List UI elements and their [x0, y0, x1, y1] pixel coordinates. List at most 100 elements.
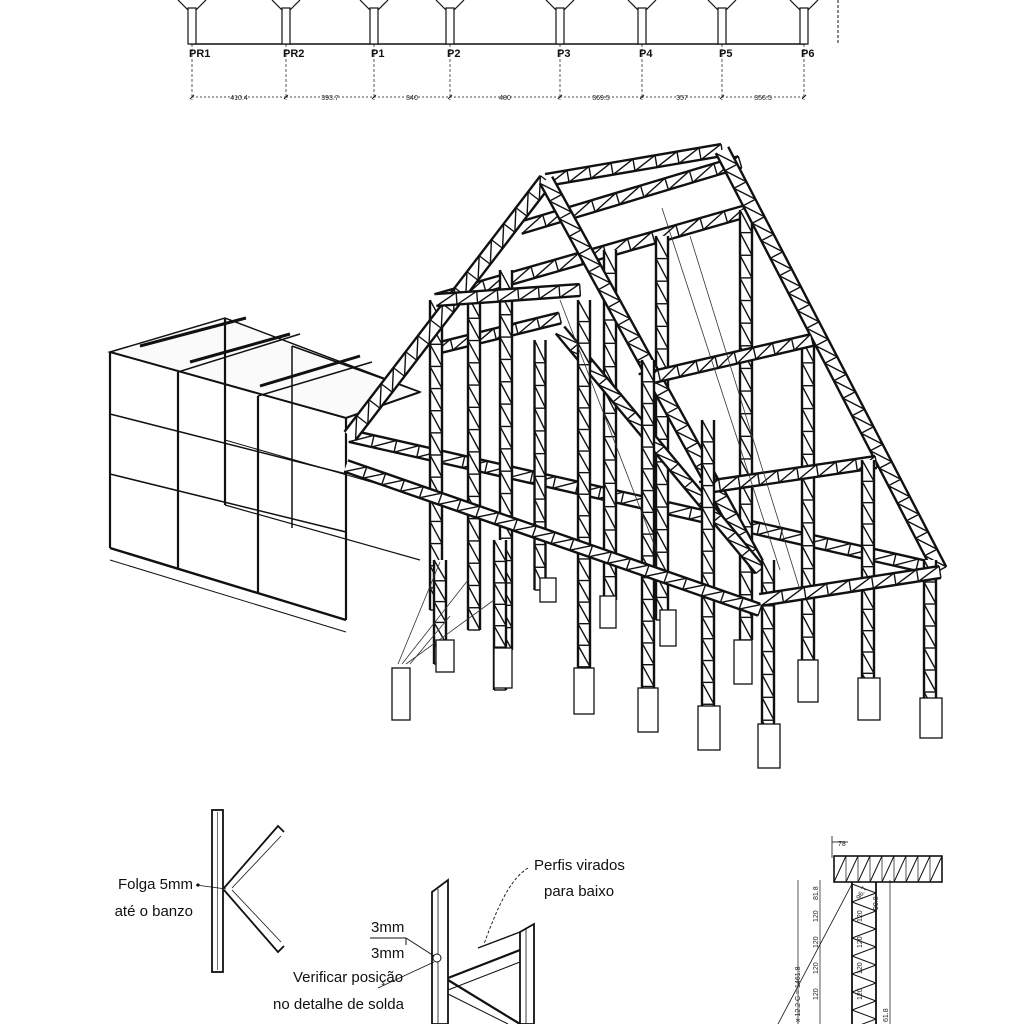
truss-web	[588, 166, 592, 179]
truss-web	[620, 491, 625, 504]
truss-web	[742, 205, 765, 218]
truss-web	[467, 607, 481, 631]
section-top-dim: 78	[838, 841, 846, 848]
plan-dim-tick	[557, 94, 563, 100]
truss-end-beam	[758, 564, 942, 608]
section-top-web	[905, 855, 919, 883]
truss-web	[724, 512, 738, 521]
truss-web	[542, 214, 547, 227]
truss-web	[656, 151, 678, 168]
truss-web	[577, 623, 591, 646]
truss-column	[602, 249, 618, 601]
plan-column-brace	[289, 0, 301, 11]
plan-column-label: P4	[639, 48, 653, 60]
plan-column-post	[637, 7, 647, 45]
truss-web	[429, 410, 443, 434]
truss-web	[603, 506, 617, 531]
plan-column: P6	[789, 0, 819, 100]
truss-web	[403, 351, 407, 377]
truss-web	[539, 312, 560, 330]
plan-dim-value: 410.4	[230, 95, 248, 102]
truss-web	[456, 290, 478, 306]
truss-web	[517, 288, 520, 301]
truss-web	[597, 282, 611, 291]
section-vertical-web	[851, 982, 877, 993]
truss-web	[598, 377, 608, 386]
truss-web	[893, 558, 919, 567]
truss-web	[597, 486, 602, 499]
truss-web	[757, 473, 761, 486]
truss-web	[793, 333, 812, 351]
truss-web	[467, 562, 481, 586]
truss-web	[493, 561, 507, 584]
section-vertical-web	[851, 901, 877, 912]
truss-web	[801, 476, 815, 501]
truss-web	[558, 211, 572, 220]
truss-lower-beam-front	[343, 459, 763, 617]
truss-web	[655, 461, 669, 485]
truss-web	[552, 476, 557, 489]
truss-web	[761, 674, 775, 698]
truss-web	[774, 338, 793, 356]
truss-web	[632, 158, 636, 172]
truss-web	[429, 454, 443, 478]
truss-web	[467, 518, 481, 542]
concrete-pedestal	[539, 577, 557, 603]
gap-note-line1: Folga 5mm	[118, 876, 193, 893]
truss-web	[678, 217, 701, 238]
plan-column: PR1	[177, 0, 210, 100]
truss-web	[476, 291, 479, 304]
truss-web	[577, 364, 591, 387]
truss-web	[590, 162, 612, 179]
truss-web	[726, 538, 751, 550]
plan-column-post	[799, 7, 809, 45]
truss-web	[484, 460, 489, 473]
truss-web	[433, 580, 447, 602]
truss-web	[739, 617, 753, 641]
truss-web	[577, 429, 591, 452]
truss-web	[379, 383, 382, 409]
truss-column	[738, 209, 754, 641]
truss-web	[701, 594, 715, 618]
weld-size-bottom: 3mm	[371, 945, 404, 962]
bracing-cables	[397, 207, 801, 665]
section-top-web	[833, 855, 847, 883]
section-vertical-web	[851, 919, 877, 930]
truss-web	[915, 569, 920, 582]
truss-web	[702, 210, 725, 231]
truss-web	[603, 436, 617, 461]
section-vertical-web	[851, 1009, 877, 1020]
truss-web	[675, 224, 680, 237]
plan-dim-tick	[283, 94, 289, 100]
plan-dim-value: 393.7	[321, 95, 339, 102]
truss-chord	[698, 454, 876, 484]
truss-web	[805, 583, 827, 600]
truss-web	[568, 229, 582, 238]
truss-web	[533, 476, 547, 500]
truss-web	[717, 351, 735, 369]
concrete-pedestal	[857, 677, 881, 721]
plan-column: PR2	[271, 0, 304, 100]
plan-column-brace	[807, 0, 819, 11]
truss-web	[467, 362, 481, 386]
truss-chord	[436, 294, 581, 308]
truss-web	[701, 660, 715, 683]
truss-web	[641, 446, 655, 470]
truss-web	[393, 440, 398, 453]
truss-web	[860, 432, 883, 445]
truss-web	[538, 284, 560, 300]
plan-dim-value: 357	[676, 95, 688, 102]
truss-mid-beam	[698, 454, 878, 496]
truss-web	[419, 492, 443, 499]
truss-web	[739, 503, 753, 528]
truss-web	[577, 385, 591, 409]
truss-column	[533, 339, 547, 591]
truss-web	[533, 362, 547, 386]
truss-web	[752, 347, 757, 360]
truss-web	[860, 426, 874, 434]
gap-note-line2: até o banzo	[115, 903, 193, 920]
truss-web	[636, 353, 650, 362]
truss-web	[655, 416, 669, 440]
truss-web	[533, 430, 547, 454]
truss-section: 78 x 12.2 C = 1461.8 81.8 90.8 96.7 61.8…	[777, 836, 943, 1024]
